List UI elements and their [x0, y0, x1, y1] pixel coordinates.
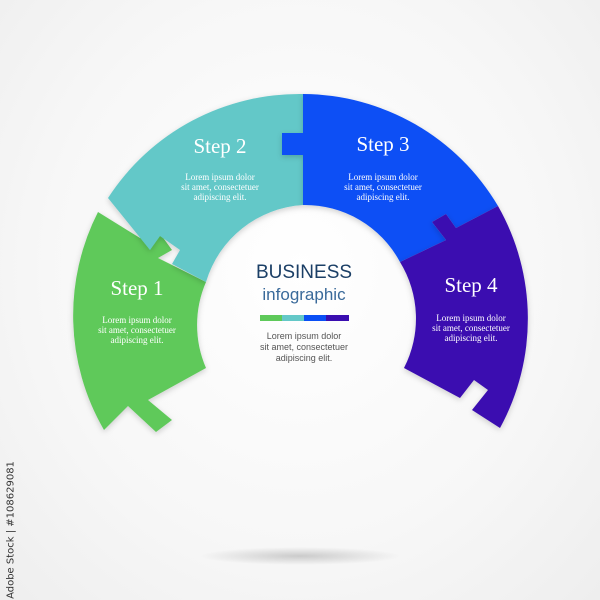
step-2-text-line-1: Lorem ipsum dolor — [185, 172, 255, 182]
step-4-text-line-1: Lorem ipsum dolor — [436, 313, 506, 323]
step-2-label: Step 2 — [193, 134, 246, 158]
step-1-text-line-3: adipiscing elit. — [111, 335, 164, 345]
color-bar-blue — [304, 315, 326, 321]
step-2-shape — [108, 93, 303, 283]
step-2-text-line-3: adipiscing elit. — [194, 192, 247, 202]
step-3-segment[interactable] — [282, 94, 498, 262]
color-bar — [260, 315, 349, 321]
step-4-label: Step 4 — [444, 273, 498, 297]
step-4-segment[interactable] — [400, 206, 528, 428]
color-bar-green — [260, 315, 282, 321]
stock-credit-text: Adobe Stock | #108629081 — [5, 461, 17, 599]
color-bar-teal — [282, 315, 304, 321]
step-1-text-line-1: Lorem ipsum dolor — [102, 315, 172, 325]
step-1-segment[interactable] — [73, 212, 207, 432]
step-4-text-line-3: adipiscing elit. — [445, 333, 498, 343]
center-text-line-2: sit amet, consectetuer — [260, 342, 348, 352]
floor-shadow — [200, 547, 400, 565]
step-1-label: Step 1 — [110, 276, 163, 300]
step-2-segment[interactable] — [108, 93, 303, 283]
stock-credit: Adobe Stock | #108629081 — [4, 461, 18, 599]
step-3-text-line-3: adipiscing elit. — [357, 192, 410, 202]
step-4-shape — [400, 206, 528, 428]
center-title: BUSINESS — [256, 262, 352, 283]
step-1-text-line-2: sit amet, consectetuer — [98, 325, 176, 335]
step-3-text-line-1: Lorem ipsum dolor — [348, 172, 418, 182]
center-text-line-3: adipiscing elit. — [276, 353, 333, 363]
center-subtitle: infographic — [262, 285, 346, 304]
step-1-shape — [73, 212, 207, 432]
step-3-shape — [282, 94, 498, 262]
step-3-label: Step 3 — [356, 132, 409, 156]
step-3-text-line-2: sit amet, consectetuer — [344, 182, 422, 192]
color-bar-purple — [326, 315, 349, 321]
step-2-text-line-2: sit amet, consectetuer — [181, 182, 259, 192]
step-4-text-line-2: sit amet, consectetuer — [432, 323, 510, 333]
center-text-line-1: Lorem ipsum dolor — [267, 331, 342, 341]
